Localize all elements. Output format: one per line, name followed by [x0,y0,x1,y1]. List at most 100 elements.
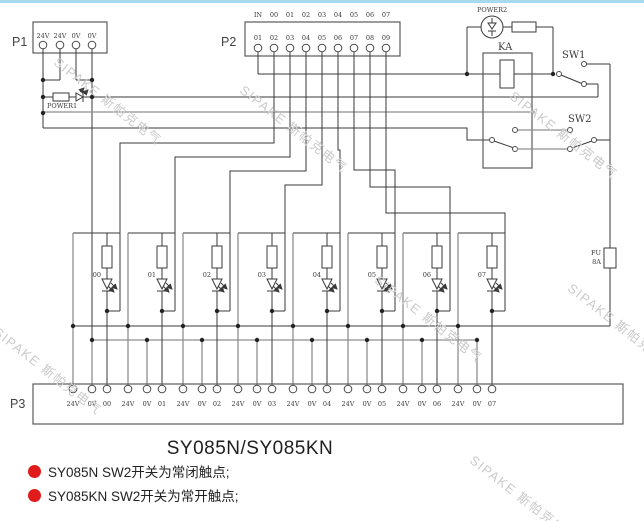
junction-dot [125,323,131,329]
module-resistor [376,245,388,269]
junction-dot [345,323,351,329]
terminal-circle [285,43,295,53]
p2-terminal-label: 04 [302,34,310,42]
junction-dot [254,337,260,343]
p2-channel-label: 07 [382,11,390,19]
terminal-circle [417,384,427,394]
p2-channel-label: 05 [350,11,358,19]
terminal-circle [288,384,298,394]
module-resistor [101,245,113,269]
module-label: 01 [148,271,156,279]
junction-dot [104,308,110,314]
module-label: 03 [258,271,266,279]
terminal-circle [317,43,327,53]
terminal-circle [365,43,375,53]
power1-led-icon [75,92,85,102]
terminal-circle [252,384,262,394]
note-row: SY085N SW2开关为常闭触点; [28,461,230,481]
terminal-circle [253,43,263,53]
p2-channel-label: 03 [318,11,326,19]
p2-channel-label: IN [254,11,263,19]
module-resistor [156,245,168,269]
junction-dot [434,308,440,314]
p3-terminal-label: 24V [67,400,80,408]
terminal-circle [123,384,133,394]
p3-terminal-label: 07 [488,400,496,408]
junction-dot [199,337,205,343]
junction-dot [180,323,186,329]
p2-channel-label: 04 [334,11,342,19]
junction-dot [364,337,370,343]
junction-dot [40,77,46,83]
p3-terminal-label: 0V [308,400,317,408]
terminal-circle [398,384,408,394]
terminal-circle [178,384,188,394]
junction-dot [324,308,330,314]
terminal-circle [343,384,353,394]
sw1-switch: SW1 [556,50,610,97]
junction-dot [269,308,275,314]
junction-dot [550,71,556,77]
module-resistor [211,245,223,269]
p3-terminal-label: 00 [103,400,111,408]
power2-label: POWER2 [477,6,507,14]
ka-relay: KA [482,42,533,169]
led-module-02: 02 [182,52,307,385]
power1-resistor [52,92,70,102]
p3-terminal-label: 24V [122,400,135,408]
junction-dot [89,77,95,83]
p2-terminal-label: 03 [286,34,294,42]
fuse-body [603,247,617,269]
led-module-06: 06 [369,52,451,385]
module-resistor [321,245,333,269]
p2-channel-label: 00 [270,11,278,19]
diagram-title: SY085N/SY085KN [166,438,334,459]
terminal-circle [487,384,497,394]
fuse-rating: 8A [592,258,601,266]
wire [119,52,275,311]
p2-channel-label: 06 [366,11,374,19]
led-module-00: 00 [72,52,275,385]
p3-terminal-label: 04 [323,400,331,408]
terminal-circle [349,43,359,53]
junction-dot [70,323,76,329]
wire [353,52,396,311]
led-module-01: 01 [127,52,291,385]
p1-terminal-label: 0V [88,32,97,40]
junction-dot [40,110,46,116]
red-bullet-icon [28,464,41,478]
terminal-circle [212,384,222,394]
junction-dot [214,308,220,314]
module-led-icon [486,278,498,291]
module-resistor [266,245,278,269]
p3-terminal-label: 03 [268,400,276,408]
module-led-icon [431,278,443,291]
module-resistor [431,245,443,269]
p3-label: P3 [10,397,25,411]
p3-terminal-label: 01 [158,400,166,408]
module-led-icon [156,278,168,291]
p2-label: P2 [221,35,236,49]
led-module-05: 05 [347,52,396,385]
p3-terminal-label: 0V [363,400,372,408]
p3-terminal-label: 24V [397,400,410,408]
terminal-circle [307,384,317,394]
sw1-label: SW1 [562,50,586,61]
p3-terminal-label: 0V [198,400,207,408]
module-label: 07 [478,271,486,279]
terminal-circle [233,384,243,394]
watermark-text: SIPAKE 斯帕克电气 [466,452,581,521]
terminal-circle [267,384,277,394]
junction-dot [489,308,495,314]
led-module-03: 03 [237,52,323,385]
terminal-circle [333,43,343,53]
p1-terminal-label: 24V [54,32,67,40]
p2-channel-label: 02 [302,11,310,19]
wire [284,52,323,311]
note-text: SY085N SW2开关为常闭触点; [48,465,230,480]
terminal-circle [381,43,391,53]
junction-dot [235,323,241,329]
